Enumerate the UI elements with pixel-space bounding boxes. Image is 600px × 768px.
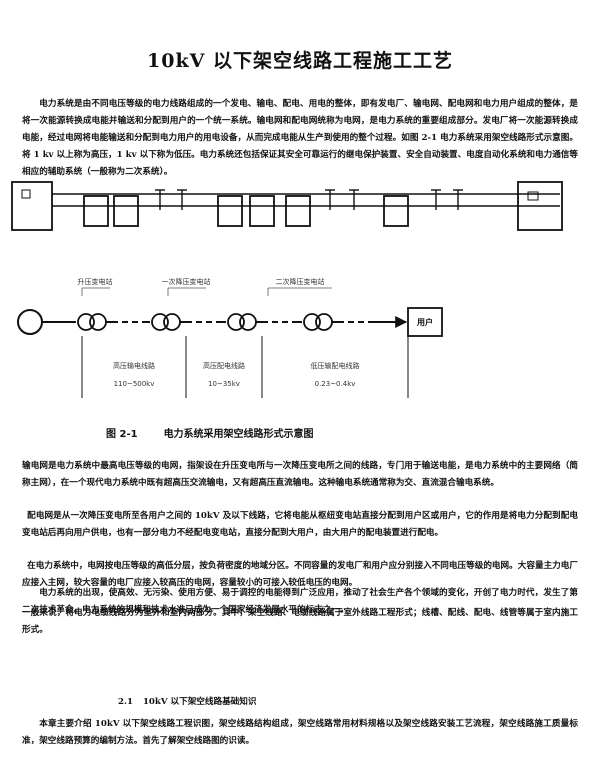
transformer-box-4	[249, 195, 275, 227]
paragraph-transmission-network: 输电网是电力系统中最高电压等级的电网，指架设在升压变电所与一次降压变电所之间的线…	[22, 461, 578, 488]
primary-step-down-transformer-symbol	[151, 313, 169, 331]
paragraph-chapter-intro: 本章主要介绍 10kV 以下架空线路工程识图，架空线路结构组成，架空线路常用材料…	[22, 719, 578, 746]
secondary-step-down-transformer-symbol	[303, 313, 321, 331]
distribution-transformer-symbol	[227, 313, 245, 331]
lv-distribution-voltage: 0.23~0.4kv	[315, 380, 356, 388]
power-plant-box	[11, 181, 53, 231]
section-title: 10kV 以下架空线路基础知识	[142, 697, 257, 707]
step-up-substation-label: 升压变电站	[78, 277, 113, 286]
transformer-box-1	[83, 195, 109, 227]
paragraph-voltage-layers: 在电力系统中，电网按电压等级的高低分层，按负荷密度的地域分区。不同容量的发电厂和…	[22, 561, 578, 588]
hv-transmission-label: 高压输电线路	[113, 361, 155, 370]
transformer-box-5	[285, 195, 311, 227]
primary-step-down-label: 一次降压变电站	[162, 277, 211, 286]
generator-symbol	[17, 309, 43, 335]
secondary-step-down-label: 二次降压变电站	[276, 277, 325, 286]
section-heading: 2.1 10kV 以下架空线路基础知识	[118, 695, 256, 707]
step-up-transformer-symbol	[77, 313, 95, 331]
page-title: 10kV 以下架空线路工程施工工艺	[147, 50, 453, 72]
user-label: 用户	[416, 317, 433, 327]
hv-transmission-voltage: 110~500kv	[114, 380, 155, 388]
figure-number: 图 2-1	[106, 429, 138, 440]
section-number: 2.1	[118, 697, 133, 707]
figure-caption-text: 电力系统采用架空线路形式示意图	[163, 429, 314, 440]
physical-layout-row	[11, 181, 563, 231]
single-line-schematic: 用户	[17, 307, 443, 337]
hv-distribution-label: 高压配电线路	[203, 361, 245, 370]
paragraph-indoor-outdoor: 一般来说，将电力电缆线路分为室外和室内两部分。其中，架空线路、电缆线路属于室外线…	[22, 608, 578, 635]
hv-distribution-voltage: 10~35kv	[208, 380, 240, 388]
lv-distribution-label: 低压输配电线路	[311, 361, 360, 370]
power-system-diagram: 升压变电站 一次降压变电站 二次降压变电站	[11, 181, 563, 398]
user-building-box	[517, 181, 563, 231]
paragraph-power-system: 电力系统是由不同电压等级的电力线路组成的一个发电、输电、配电、用电的整体，即有发…	[22, 99, 578, 177]
transformer-box-2	[113, 195, 139, 227]
transformer-box-6	[383, 195, 409, 227]
paragraph-distribution-network: 配电网是从一次降压变电所至各用户之间的 10kV 及以下线路，它将电能从枢纽变电…	[22, 511, 578, 538]
user-box	[407, 307, 443, 337]
figure-caption: 图 2-1 电力系统采用架空线路形式示意图	[106, 425, 314, 440]
transformer-box-3	[217, 195, 243, 227]
paragraph-electric-era: 电力系统的出现，使高效、无污染、使用方便、易于调控的电能得到广泛应用，推动了社会…	[22, 588, 578, 615]
